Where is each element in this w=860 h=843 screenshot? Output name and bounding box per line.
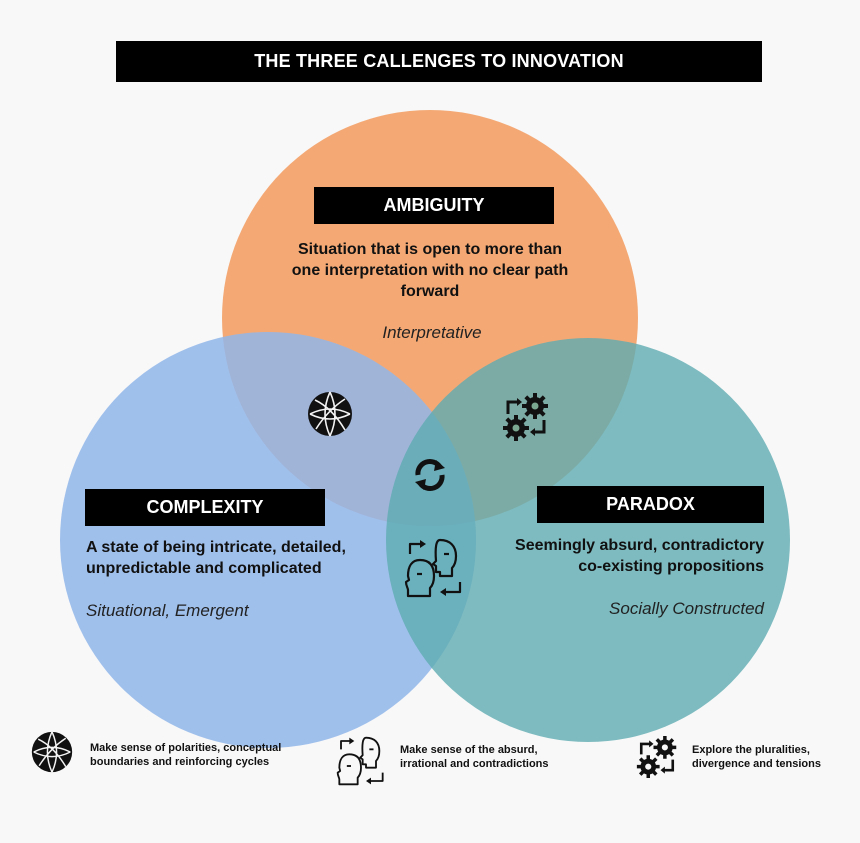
complexity-tag: Situational, Emergent [86,601,249,620]
paradox-circle [386,338,790,742]
ambiguity-description-line: one interpretation with no clear path [291,262,569,279]
legend-gears-icon [636,736,677,778]
ambiguity-description-line: forward [400,283,460,300]
ambiguity-description: Situation that is open to more than one … [250,239,610,302]
complexity-circle [60,332,476,748]
paradox-label: PARADOX [537,486,764,523]
complexity-label: COMPLEXITY [85,489,325,526]
complexity-description-line: unpredictable and complicated [86,560,322,577]
ambiguity-description-line: Situation that is open to more than [298,241,562,258]
legend-text-line: Explore the pluralities, [692,744,810,756]
refresh-icon [415,459,445,491]
legend-text-line: Make sense of the absurd, [400,744,538,756]
diagram-title: THE THREE CALLENGES TO INNOVATION [116,41,762,82]
legend-text-line: divergence and tensions [692,758,821,770]
legend-item-absurd: Make sense of the absurd, irrational and… [400,743,549,771]
legend-text-line: boundaries and reinforcing cycles [90,756,270,768]
paradox-description-line: Seemingly absurd, contradictory [515,537,764,554]
paradox-description: Seemingly absurd, contradictory co-exist… [470,535,764,577]
faces-icon [404,538,462,598]
globe-icon [308,391,352,437]
ambiguity-tag: Interpretative [382,323,482,342]
legend-text-line: irrational and contradictions [400,758,549,770]
legend-item-polarities: Make sense of polarities, conceptual bou… [90,741,281,769]
legend-text-line: Make sense of polarities, conceptual [90,742,282,754]
complexity-description-line: A state of being intricate, detailed, [86,539,346,556]
legend-item-pluralities: Explore the pluralities, divergence and … [692,743,821,771]
paradox-description-line: co-existing propositions [578,558,764,575]
ambiguity-label: AMBIGUITY [314,187,554,224]
gears-icon [503,393,548,441]
legend-globe-icon [31,731,73,773]
complexity-description: A state of being intricate, detailed, un… [86,537,386,579]
legend-faces-icon [336,736,384,786]
paradox-tag: Socially Constructed [609,599,764,618]
